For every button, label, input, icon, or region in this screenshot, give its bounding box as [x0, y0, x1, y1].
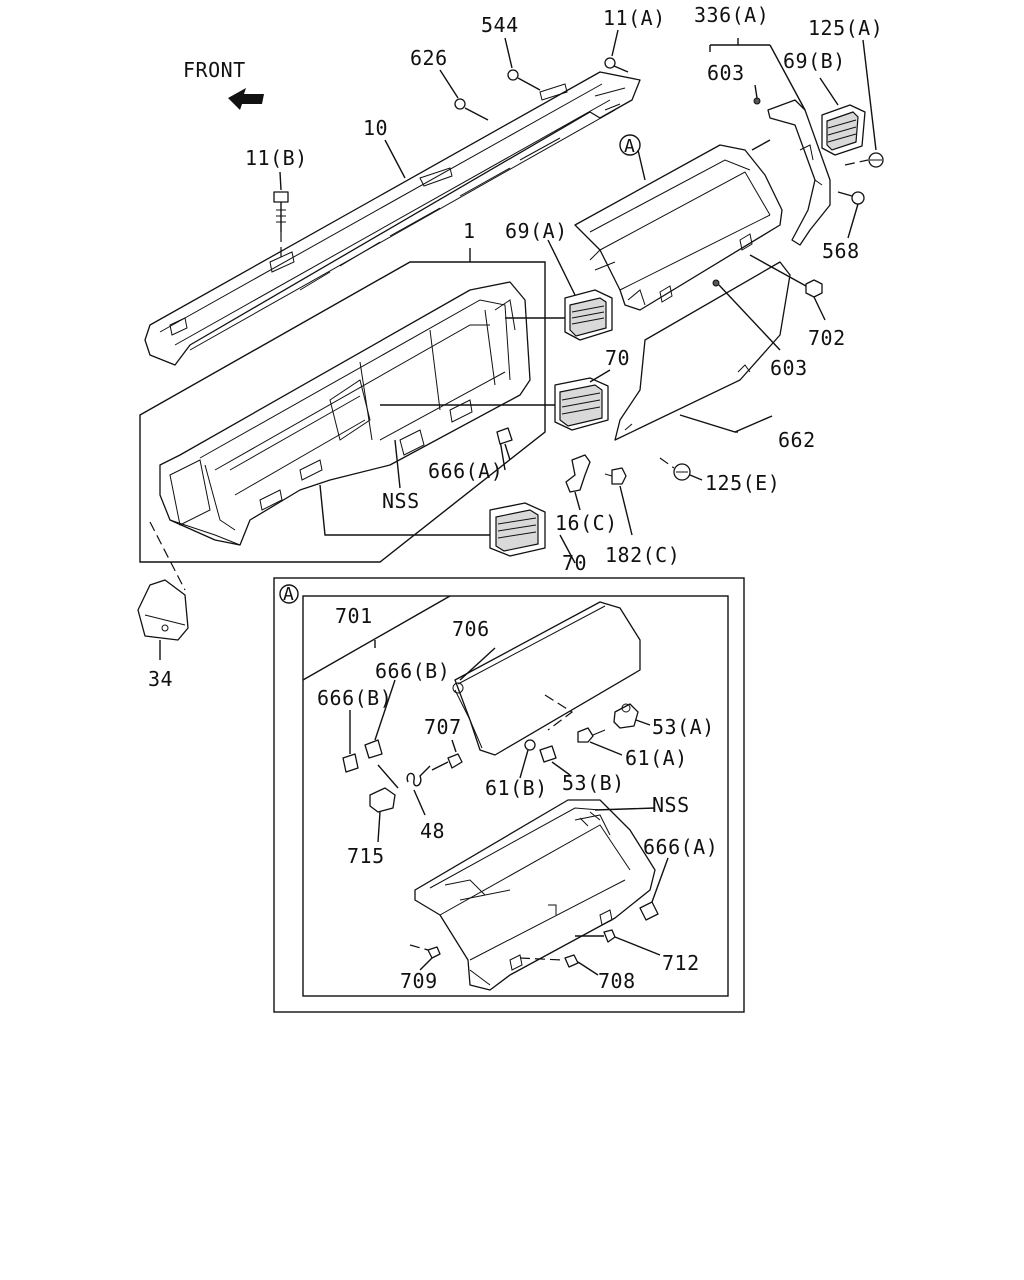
label-part-nss-detail: NSS [652, 793, 690, 817]
screw-544-icon [507, 69, 541, 91]
detail-a-frame [273, 577, 745, 1013]
label-part-70-lower: 70 [562, 551, 587, 575]
label-part-61b: 61(B) [485, 776, 548, 800]
label-part-61a: 61(A) [625, 746, 688, 770]
label-part-544: 544 [481, 13, 519, 37]
label-part-53a: 53(A) [652, 715, 715, 739]
label-part-48: 48 [420, 819, 445, 843]
label-part-1: 1 [463, 219, 476, 243]
washer-61b-icon [519, 739, 536, 779]
label-part-702: 702 [808, 326, 846, 350]
clip-125a-icon [868, 152, 884, 168]
glovebox-door-panel [614, 261, 791, 441]
screw-709-icon [409, 944, 441, 971]
label-part-701: 701 [335, 604, 373, 628]
label-part-666b-right: 666(B) [375, 659, 450, 683]
clip-603-mid-icon [712, 279, 781, 351]
label-part-182c: 182(C) [605, 543, 680, 567]
label-part-603-top: 603 [707, 61, 745, 85]
label-part-666a-upper: 666(A) [428, 459, 503, 483]
vent-70-lower-icon [489, 502, 546, 557]
glovebox-assembly-upper [574, 144, 783, 311]
clip-666b-left-icon [342, 710, 359, 773]
label-part-69b: 69(B) [783, 49, 846, 73]
label-part-125e: 125(E) [705, 471, 780, 495]
clip-666a-upper-icon [496, 427, 513, 461]
callout-a-marker: A [619, 134, 646, 181]
screw-708-icon [519, 954, 599, 976]
hinge-715-icon [369, 787, 396, 843]
label-part-666a-detail: 666(A) [643, 835, 718, 859]
glovebox-lid-706 [452, 601, 641, 756]
clip-53b-icon [539, 745, 571, 776]
nut-702-icon [749, 254, 826, 321]
label-part-626: 626 [410, 46, 448, 70]
spring-48-icon [406, 765, 431, 816]
screw-626-icon [454, 98, 489, 121]
clip-666a-detail-icon [639, 857, 669, 921]
screw-11a-icon [604, 57, 629, 73]
label-part-603-mid: 603 [770, 356, 808, 380]
vent-70-upper-icon [554, 377, 609, 431]
label-part-34: 34 [148, 667, 173, 691]
label-part-336a: 336(A) [694, 3, 769, 27]
screw-712-icon [575, 929, 661, 956]
label-part-11a: 11(A) [603, 6, 666, 30]
label-part-707: 707 [424, 715, 462, 739]
label-front: FRONT [183, 58, 246, 82]
upper-cover-panel [144, 71, 641, 366]
glovebox-housing [414, 799, 656, 991]
label-part-69a: 69(A) [505, 219, 568, 243]
screw-707-icon [431, 739, 463, 771]
screw-61a-icon [577, 727, 623, 756]
bracket-16c-icon [565, 454, 591, 511]
label-part-70-upper: 70 [605, 346, 630, 370]
label-part-706: 706 [452, 617, 490, 641]
bolt-11b-icon [273, 191, 289, 262]
latch-53a-icon [613, 703, 651, 729]
label-part-16c: 16(C) [555, 511, 618, 535]
detail-a-marker-label: A [283, 584, 294, 605]
clip-125e-icon [659, 457, 703, 481]
label-part-708: 708 [598, 969, 636, 993]
clip-666b-right-icon [364, 679, 396, 759]
instrument-panel-outline [139, 261, 546, 563]
front-arrow-icon [228, 88, 264, 110]
label-part-10: 10 [363, 116, 388, 140]
vent-69a-icon [564, 289, 613, 341]
side-cover-34 [137, 579, 189, 660]
label-part-11b: 11(B) [245, 146, 308, 170]
label-part-712: 712 [662, 951, 700, 975]
label-part-53b: 53(B) [562, 771, 625, 795]
label-part-715: 715 [347, 844, 385, 868]
screw-568-icon [837, 191, 865, 239]
instrument-panel [159, 281, 531, 546]
vent-69b-icon [821, 104, 866, 156]
screw-182c-icon [604, 467, 633, 536]
label-part-nss-upper: NSS [382, 489, 420, 513]
label-part-568: 568 [822, 239, 860, 263]
detail-a-marker: A [279, 584, 299, 605]
label-part-709: 709 [400, 969, 438, 993]
label-part-125a: 125(A) [808, 16, 883, 40]
label-part-666b-left: 666(B) [317, 686, 392, 710]
callout-a-label: A [624, 136, 635, 157]
label-part-662: 662 [778, 428, 816, 452]
detail-a-inner-frame [302, 595, 729, 997]
